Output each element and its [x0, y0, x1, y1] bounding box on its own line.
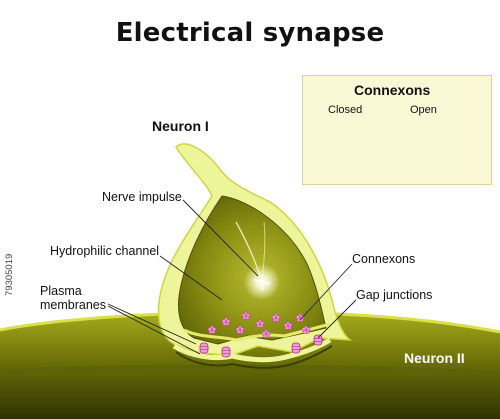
- synaptic-cleft: [172, 337, 333, 369]
- plasma-membranes-label-line1: Plasma: [40, 284, 82, 298]
- connexons-label: Connexons: [352, 252, 416, 266]
- gap-junctions-label: Gap junctions: [356, 288, 433, 302]
- leader-nerve-impulse: [182, 199, 259, 277]
- leader-lines: [107, 199, 357, 355]
- neuron-1-label: Neuron I: [152, 118, 209, 134]
- legend-open-label: Open: [410, 104, 437, 116]
- leader-plasma-1: [107, 303, 197, 345]
- legend-closed-label: Closed: [328, 104, 363, 116]
- leader-hydrophilic-channel: [159, 255, 223, 301]
- plasma-membranes-label-line2: membranes: [40, 298, 106, 312]
- leader-connexons: [299, 263, 353, 321]
- nerve-impulse-label: Nerve impulse: [102, 190, 182, 204]
- legend-title: Connexons: [354, 82, 431, 98]
- leader-gap-junctions: [317, 299, 357, 339]
- hydrophilic-channel-label: Hydrophilic channel: [50, 244, 160, 258]
- nerve-impulse-glow: [235, 221, 280, 300]
- diagram-title: Electrical synapse: [115, 18, 385, 48]
- watermark-id: 79305019: [4, 253, 15, 296]
- connexons-legend: [302, 75, 492, 185]
- neuron-2-label: Neuron II: [404, 350, 465, 366]
- leader-plasma-2: [107, 305, 201, 355]
